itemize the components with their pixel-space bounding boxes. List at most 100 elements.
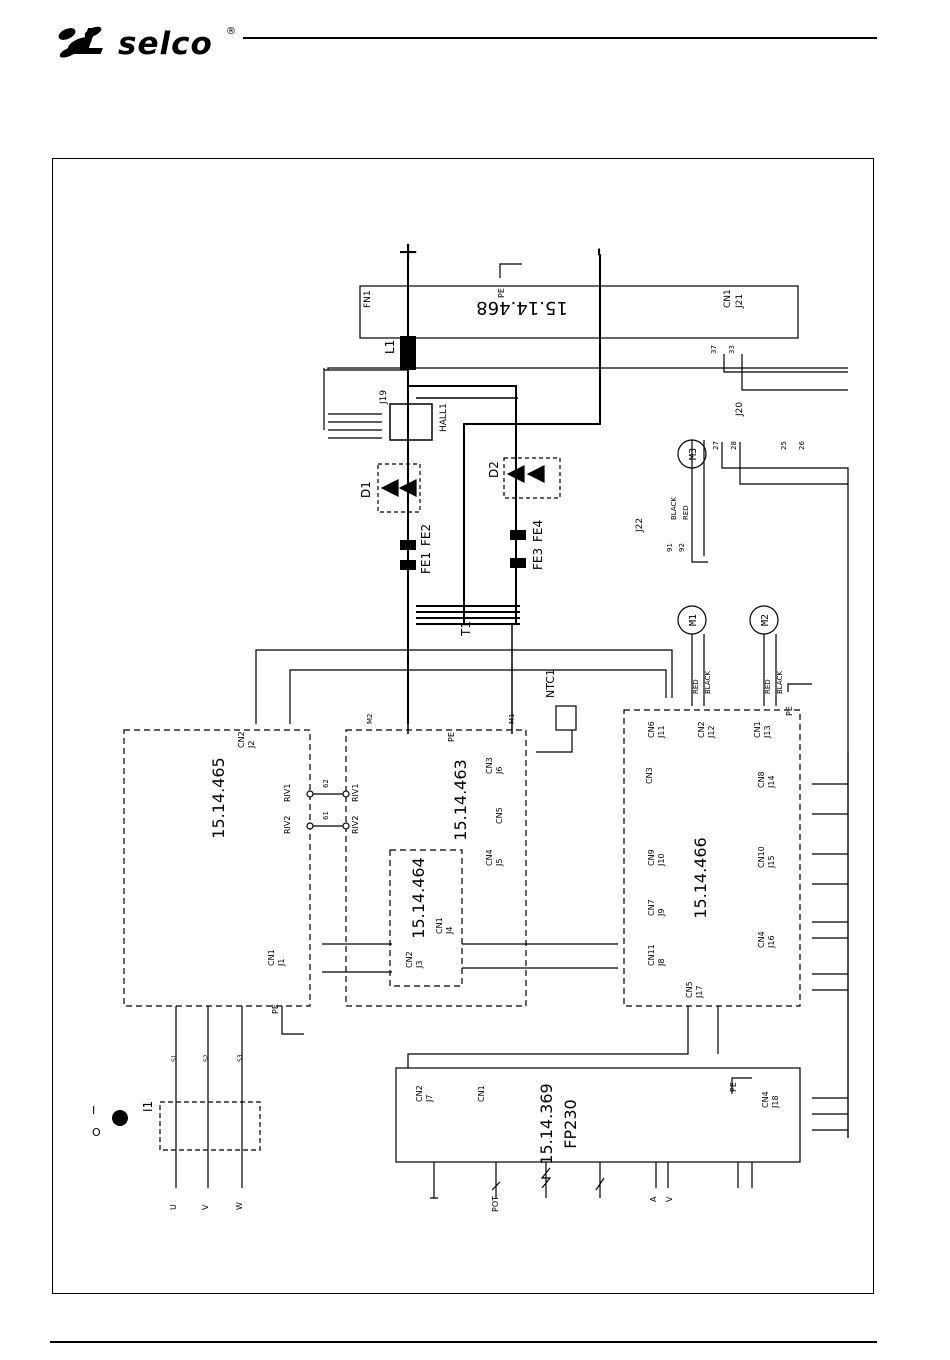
j3-464: J3 bbox=[415, 961, 424, 969]
j21-label: J21 bbox=[735, 294, 745, 309]
diagram-frame bbox=[52, 158, 874, 1294]
j12-466: J12 bbox=[707, 725, 716, 739]
registered-mark: ® bbox=[226, 26, 236, 37]
cn2-369: CN2 bbox=[415, 1085, 424, 1102]
pe-468: PE bbox=[497, 288, 506, 298]
selco-logo bbox=[58, 26, 103, 58]
j13-466: J13 bbox=[763, 725, 772, 739]
brand-name: selco bbox=[118, 26, 213, 62]
m1-label: M1 bbox=[688, 614, 699, 626]
wiring-diagram: + - 15.14.468 15.14.465 15.14.463 15.14.… bbox=[92, 241, 849, 1212]
j6-463: J6 bbox=[495, 767, 504, 775]
cn4-369: CN4 bbox=[761, 1091, 770, 1108]
m2-red: RED bbox=[764, 679, 772, 694]
cn9-466: CN9 bbox=[647, 849, 656, 866]
header-rule bbox=[243, 37, 877, 39]
cn2-466: CN2 bbox=[697, 721, 706, 738]
minus-terminal: - bbox=[585, 247, 615, 256]
wire-37: 37 bbox=[710, 345, 718, 354]
wire-28: 28 bbox=[730, 441, 738, 450]
m1-black: BLACK bbox=[704, 671, 712, 694]
board-463-label: 15.14.463 bbox=[451, 759, 470, 840]
j19-label: J19 bbox=[379, 390, 389, 405]
j5-463: J5 bbox=[495, 859, 504, 867]
cn3-466: CN3 bbox=[645, 767, 654, 784]
ntc1 bbox=[555, 705, 577, 731]
board-15-14-464 bbox=[389, 849, 463, 987]
fe3-label: FE3 bbox=[531, 548, 545, 570]
wire-s2: S2 bbox=[203, 1054, 210, 1062]
wire-25: 25 bbox=[780, 441, 788, 450]
d2-label: D2 bbox=[487, 461, 501, 478]
cn10-466: CN10 bbox=[757, 846, 766, 868]
m3-red: RED bbox=[682, 505, 690, 520]
j1-465: J1 bbox=[277, 959, 286, 967]
cn5-463: CN5 bbox=[495, 807, 504, 824]
cn1-369: CN1 bbox=[477, 1085, 486, 1102]
cn4-463: CN4 bbox=[485, 849, 494, 866]
footer-rule bbox=[50, 1341, 877, 1343]
cn8-466: CN8 bbox=[757, 771, 766, 788]
m2-pin: M2 bbox=[366, 714, 374, 725]
m2-black: BLACK bbox=[776, 671, 784, 694]
diode-d1 bbox=[377, 463, 421, 513]
i1-label: I1 bbox=[141, 1101, 155, 1112]
hall1 bbox=[389, 403, 433, 441]
cn11-466: CN11 bbox=[647, 944, 656, 966]
m3-label: M3 bbox=[688, 448, 699, 460]
pe-466: PE bbox=[785, 706, 794, 716]
cn7-466: CN7 bbox=[647, 899, 656, 916]
board-15-14-369 bbox=[395, 1067, 801, 1163]
cn3-463: CN3 bbox=[485, 757, 494, 774]
j4-464: J4 bbox=[445, 927, 454, 935]
wire-s1: S1 bbox=[171, 1054, 178, 1062]
fe1-label: FE1 bbox=[419, 552, 433, 574]
cn2-465: CN2 bbox=[237, 731, 246, 748]
wire-26: 26 bbox=[798, 441, 806, 450]
m3-black: BLACK bbox=[670, 497, 678, 520]
j10-466: J10 bbox=[657, 853, 666, 867]
j18-369: J18 bbox=[771, 1095, 780, 1109]
board-464-label: 15.14.464 bbox=[409, 857, 428, 938]
input-v: V bbox=[201, 1204, 210, 1210]
j9-466: J9 bbox=[657, 909, 666, 917]
diode-d2 bbox=[503, 457, 561, 499]
pe-463: PE bbox=[447, 732, 456, 742]
board-15-14-466 bbox=[623, 709, 801, 1007]
t1-label: T1 bbox=[459, 621, 473, 637]
l1-label: L1 bbox=[383, 340, 397, 354]
riv1-463: RIV1 bbox=[351, 784, 360, 802]
pot-label: POT bbox=[491, 1196, 500, 1212]
board-468-label: 15.14.468 bbox=[476, 297, 568, 318]
riv1-465: RIV1 bbox=[283, 784, 292, 802]
wire-27: 27 bbox=[712, 441, 720, 450]
wire-61: 61 bbox=[322, 811, 330, 820]
board-369-label: 15.14.369 bbox=[537, 1083, 556, 1164]
hall1-label: HALL1 bbox=[439, 403, 449, 432]
main-switch-icon bbox=[112, 1110, 128, 1126]
board-15-14-468 bbox=[359, 285, 799, 339]
cn4-466: CN4 bbox=[757, 931, 766, 948]
ntc1-label: NTC1 bbox=[544, 669, 557, 698]
j15-466: J15 bbox=[767, 855, 776, 869]
j14-466: J14 bbox=[767, 775, 776, 789]
fe4-label: FE4 bbox=[531, 520, 545, 542]
pe-369: PE bbox=[729, 1082, 738, 1092]
fn1-label: FN1 bbox=[363, 290, 373, 308]
j22-label: J22 bbox=[635, 518, 645, 533]
ampere-label: A bbox=[649, 1196, 658, 1202]
plus-terminal: + bbox=[393, 241, 423, 263]
page-header: selco ® bbox=[0, 0, 950, 80]
board-15-14-463 bbox=[345, 729, 527, 1007]
cn1-465: CN1 bbox=[267, 949, 276, 966]
input-w: W bbox=[235, 1202, 244, 1210]
j11-466: J11 bbox=[657, 725, 666, 739]
cn6-466: CN6 bbox=[647, 721, 656, 738]
m1-pin: M1 bbox=[508, 714, 516, 725]
switch-i1-box bbox=[159, 1101, 261, 1151]
m2-label: M2 bbox=[760, 614, 771, 626]
j8-466: J8 bbox=[657, 959, 666, 967]
wire-s3: S3 bbox=[237, 1054, 244, 1062]
riv2-465: RIV2 bbox=[283, 816, 292, 834]
pe-465: PE bbox=[271, 1004, 280, 1014]
